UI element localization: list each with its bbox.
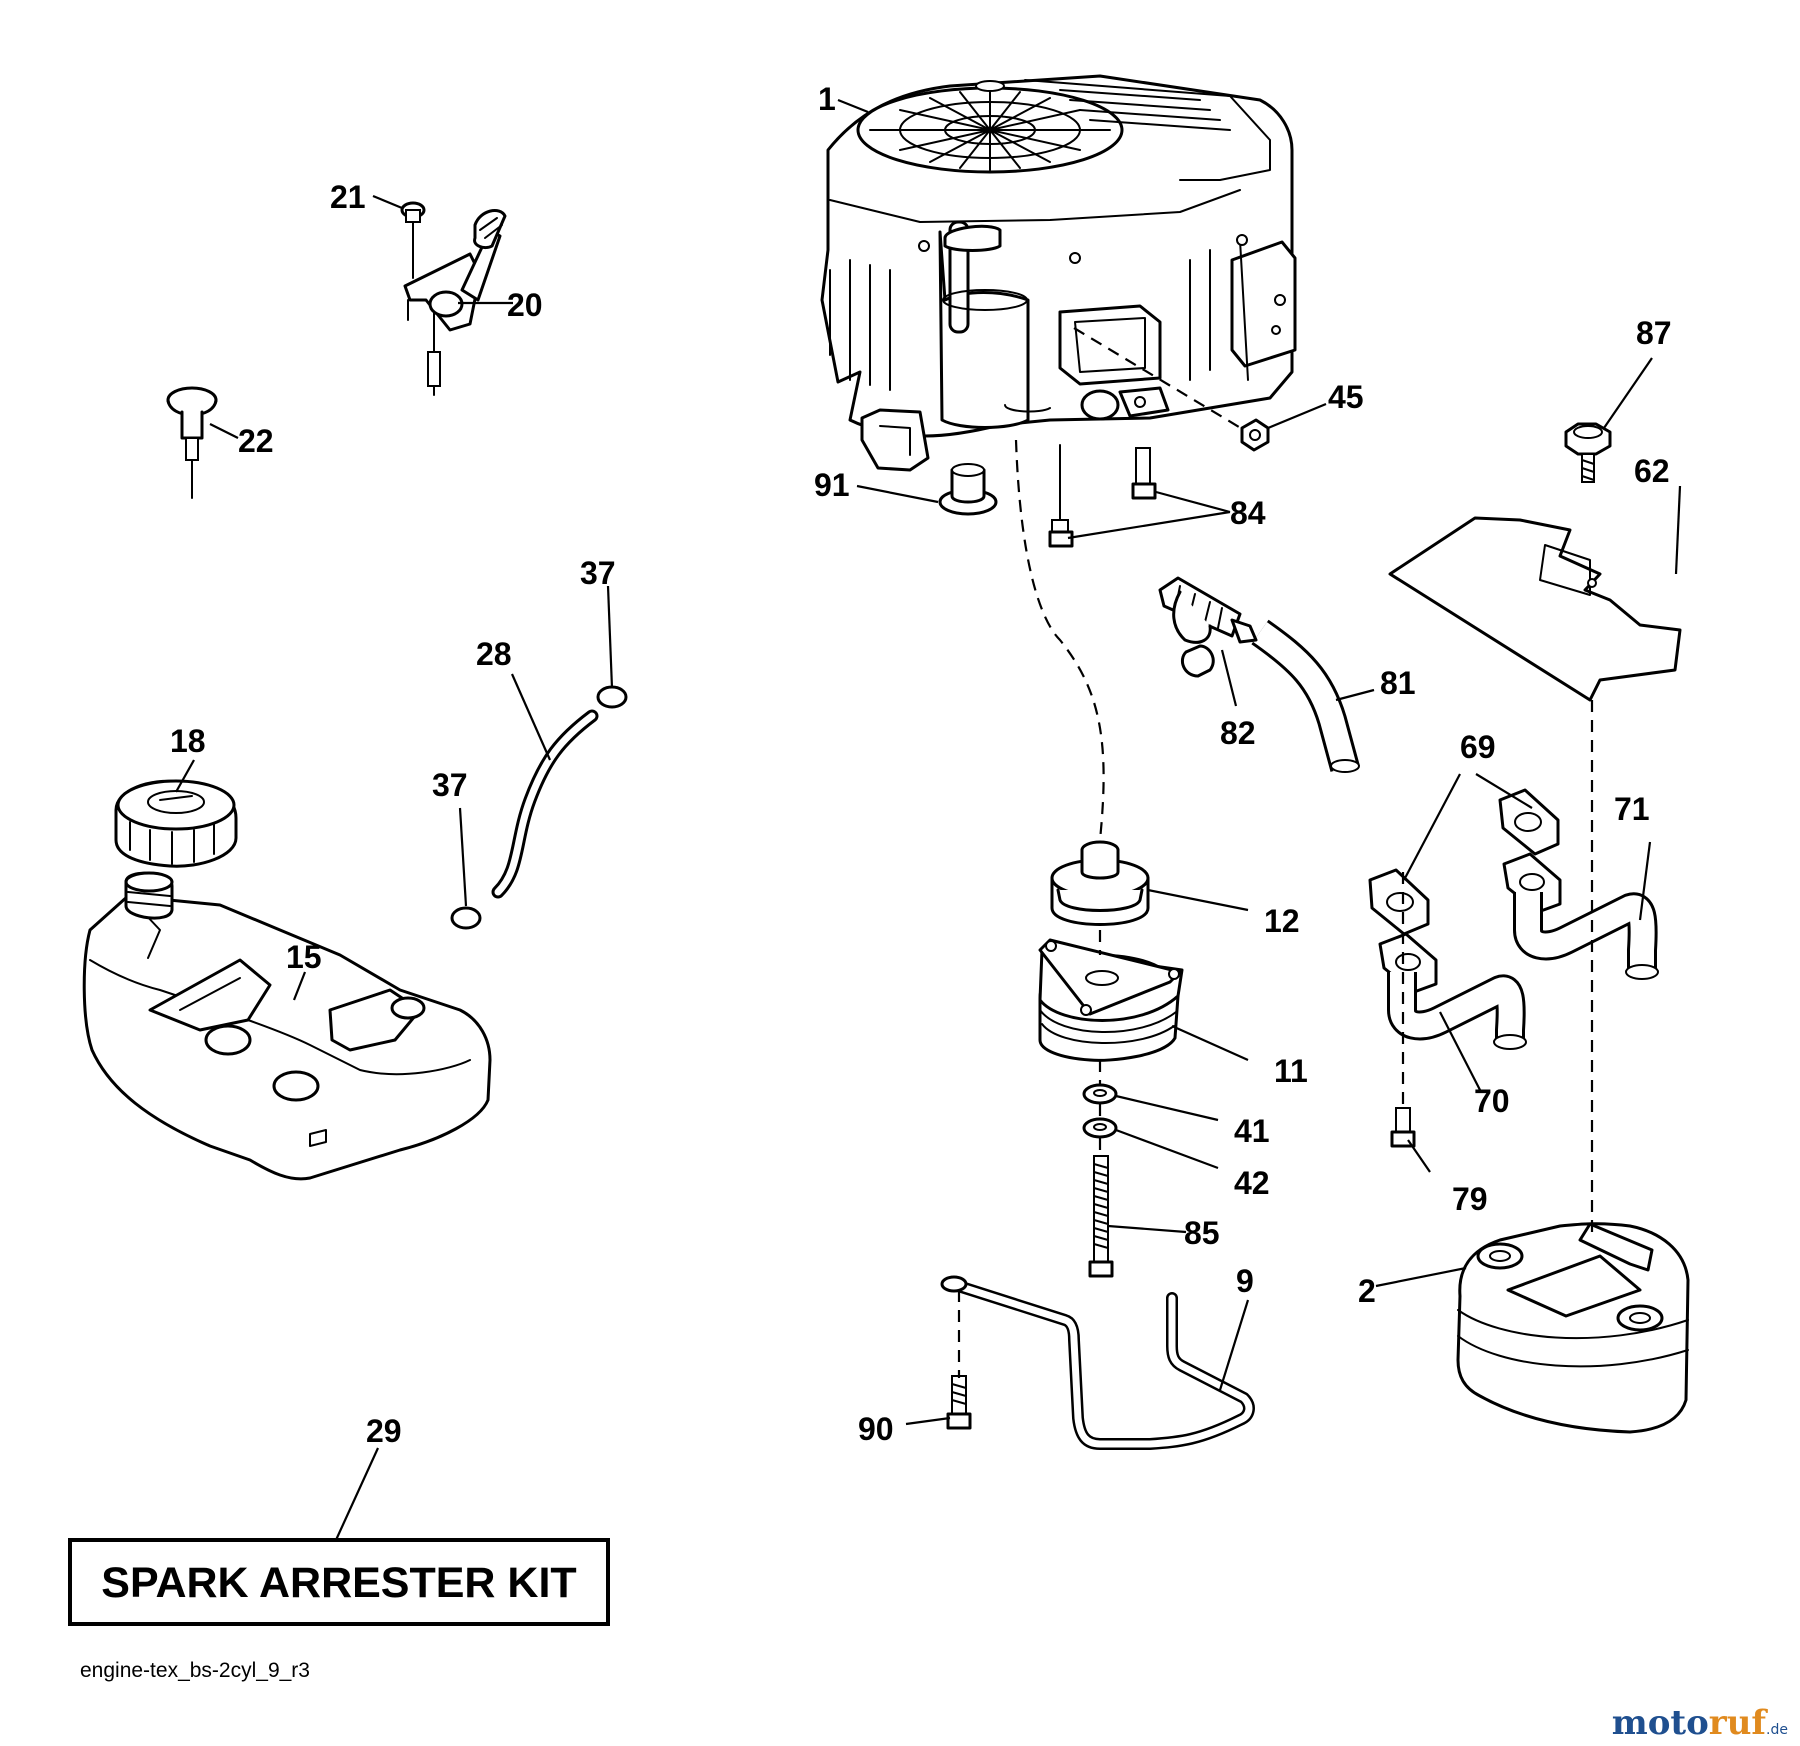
washer-part-42 — [1082, 1117, 1118, 1139]
callout-82: 82 — [1220, 715, 1256, 751]
screw-part-87 — [1564, 422, 1612, 483]
callout-69: 69 — [1460, 729, 1496, 765]
callout-71: 71 — [1614, 791, 1650, 827]
screw-part-21 — [400, 201, 426, 279]
fuel-tank-part-15 — [82, 871, 492, 1181]
callout-labels: 1 2 9 11 12 15 18 20 21 22 28 29 37 37 4… — [170, 81, 1672, 1449]
callout-84: 84 — [1230, 495, 1266, 531]
spark-arrester-kit-box: SPARK ARRESTER KIT — [68, 1538, 610, 1626]
watermark-logo: motoruf.de — [1612, 1703, 1788, 1743]
callout-18: 18 — [170, 723, 206, 759]
callout-85: 85 — [1184, 1215, 1220, 1251]
clamp-part-37 — [450, 685, 628, 930]
callout-90: 90 — [858, 1411, 894, 1447]
muffler-part-2 — [1456, 1222, 1690, 1434]
callout-91: 91 — [814, 467, 850, 503]
drawing-code: engine-tex_bs-2cyl_9_r3 — [80, 1659, 310, 1682]
throttle-bracket-part-20 — [403, 209, 507, 396]
assembly-lines — [957, 327, 1594, 1378]
bolt-part-90 — [946, 1375, 972, 1430]
callout-20: 20 — [507, 287, 543, 323]
washer-part-41 — [1082, 1083, 1118, 1105]
callout-2: 2 — [1358, 1273, 1376, 1309]
callout-11: 11 — [1274, 1053, 1308, 1089]
callout-1: 1 — [818, 81, 836, 117]
callout-70: 70 — [1474, 1083, 1510, 1119]
bolt-part-84 — [1048, 444, 1157, 548]
bolt-part-85 — [1088, 1155, 1114, 1278]
callout-9: 9 — [1236, 1263, 1254, 1299]
callout-12: 12 — [1264, 903, 1300, 939]
exhaust-pipe-part-70 — [1378, 932, 1527, 1050]
engine-part-1 — [820, 74, 1297, 472]
svg-text:motoruf.de: motoruf.de — [1612, 1703, 1788, 1743]
grommet-part-91 — [938, 463, 998, 516]
drain-valve-part-82 — [1158, 576, 1258, 678]
pto-clutch-part-11 — [1038, 938, 1184, 1062]
callout-28: 28 — [476, 636, 512, 672]
callout-37a: 37 — [580, 555, 616, 591]
callout-79: 79 — [1452, 1181, 1488, 1217]
callout-22: 22 — [238, 423, 274, 459]
callout-87: 87 — [1636, 315, 1672, 351]
fuel-line-part-28 — [491, 709, 599, 899]
callout-81: 81 — [1380, 665, 1416, 701]
spark-arrester-kit-label: SPARK ARRESTER KIT — [101, 1559, 576, 1607]
rod-part-9 — [940, 1275, 1255, 1450]
callout-42: 42 — [1234, 1165, 1270, 1201]
callout-41: 41 — [1234, 1113, 1270, 1149]
callout-15: 15 — [286, 939, 322, 975]
gasket-part-69 — [1368, 788, 1560, 936]
nut-part-45 — [1240, 418, 1270, 452]
exhaust-pipe-part-71 — [1502, 852, 1659, 980]
callout-37b: 37 — [432, 767, 468, 803]
pulley-part-12 — [1050, 840, 1150, 926]
choke-knob-part-22 — [166, 386, 218, 499]
deflector-part-62 — [1388, 516, 1682, 702]
callout-62: 62 — [1634, 453, 1670, 489]
hose-part-81 — [1251, 619, 1360, 773]
fuel-cap-part-18 — [114, 779, 238, 868]
bolt-part-79 — [1390, 1107, 1416, 1148]
callout-29: 29 — [366, 1413, 402, 1449]
leader-lines — [175, 98, 1682, 1541]
callout-21: 21 — [330, 179, 366, 215]
callout-45: 45 — [1328, 379, 1364, 415]
